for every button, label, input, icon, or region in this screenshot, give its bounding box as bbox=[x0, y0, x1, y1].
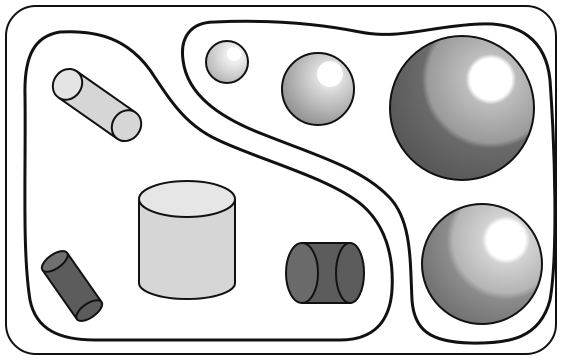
large-light-sphere bbox=[422, 204, 542, 324]
small-sphere bbox=[282, 53, 354, 125]
tiny-sphere bbox=[206, 41, 248, 83]
large-dark-sphere bbox=[390, 36, 534, 180]
horizontal-dark-cylinder bbox=[286, 243, 364, 303]
upright-light-cylinder bbox=[139, 181, 235, 299]
